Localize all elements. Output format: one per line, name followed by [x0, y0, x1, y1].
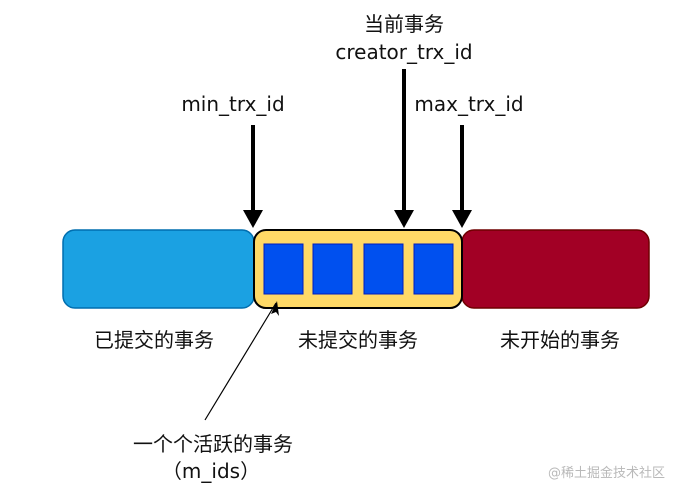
active-transaction-square	[312, 243, 353, 295]
active-transaction-square	[263, 243, 304, 295]
min-trx-id-label: min_trx_id	[181, 92, 284, 116]
watermark-text: @稀土掘金技术社区	[548, 465, 665, 481]
m-ids-label: （m_ids）	[162, 459, 260, 483]
max-trx-id-arrow	[452, 125, 472, 228]
creator-trx-id-arrow	[394, 69, 414, 228]
max-trx-id-label: max_trx_id	[414, 92, 523, 116]
not-started-transactions-block	[461, 229, 650, 309]
uncommitted-transactions-label: 未提交的事务	[298, 328, 418, 352]
active-transactions-pointer-arrow	[204, 301, 279, 421]
active-transaction-square	[413, 243, 454, 295]
committed-transactions-block	[62, 229, 255, 309]
not-started-transactions-label: 未开始的事务	[500, 328, 620, 352]
active-transaction-square	[363, 243, 404, 295]
min-trx-id-arrow	[243, 125, 263, 228]
committed-transactions-label: 已提交的事务	[94, 328, 214, 352]
active-transactions-label: 一个个活跃的事务	[133, 432, 293, 456]
current-transaction-label: 当前事务	[364, 12, 444, 36]
creator-trx-id-label: creator_trx_id	[335, 40, 472, 64]
uncommitted-transactions-block	[253, 229, 463, 309]
